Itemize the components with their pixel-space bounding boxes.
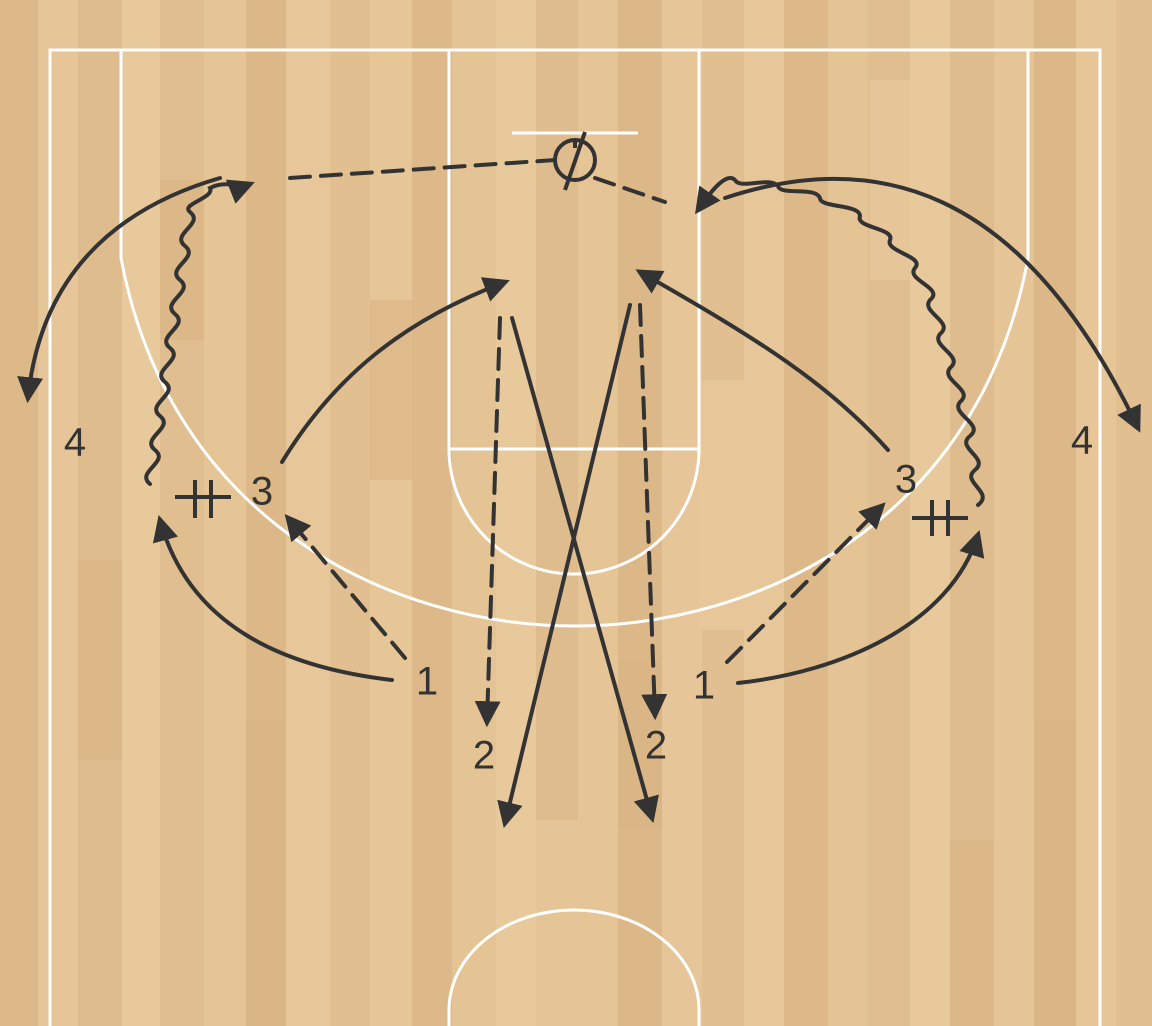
pass-basket-left [288,158,557,180]
pass-basket-right [593,176,667,204]
player-2-left: 2 [473,734,495,778]
pass-1-to-3-left [284,514,407,660]
player-1-right: 1 [693,664,715,708]
cut-3-right-to-basket [635,269,890,452]
dribble-left [144,179,255,486]
cut-1-right [736,530,985,685]
cut-4-right [723,176,1141,433]
cut-4-left [17,176,222,404]
cut-2-right-down [638,303,668,721]
player-2-right: 2 [645,724,667,768]
cross-cut-left-to-right [510,316,659,824]
center-circle [447,908,701,1026]
three-point-arc [119,257,1030,628]
player-1-left: 1 [416,660,438,704]
cut-3-left-to-basket [280,277,510,464]
cross-cut-right-to-left [497,303,632,829]
player-3-right: 3 [895,458,917,502]
cut-2-left-down [474,316,502,728]
pass-1-to-3-right [725,502,886,664]
free-throw-circle [447,448,701,576]
player-3-left: 3 [251,470,273,514]
screen-marker-left [175,480,231,518]
player-4-right: 4 [1071,419,1093,463]
court-lines [48,48,1102,1026]
paint-lane [447,48,701,451]
dribble-right [695,176,985,507]
player-4-left: 4 [64,421,86,465]
screen-marker-right [912,500,968,536]
cut-1-left [152,514,394,682]
